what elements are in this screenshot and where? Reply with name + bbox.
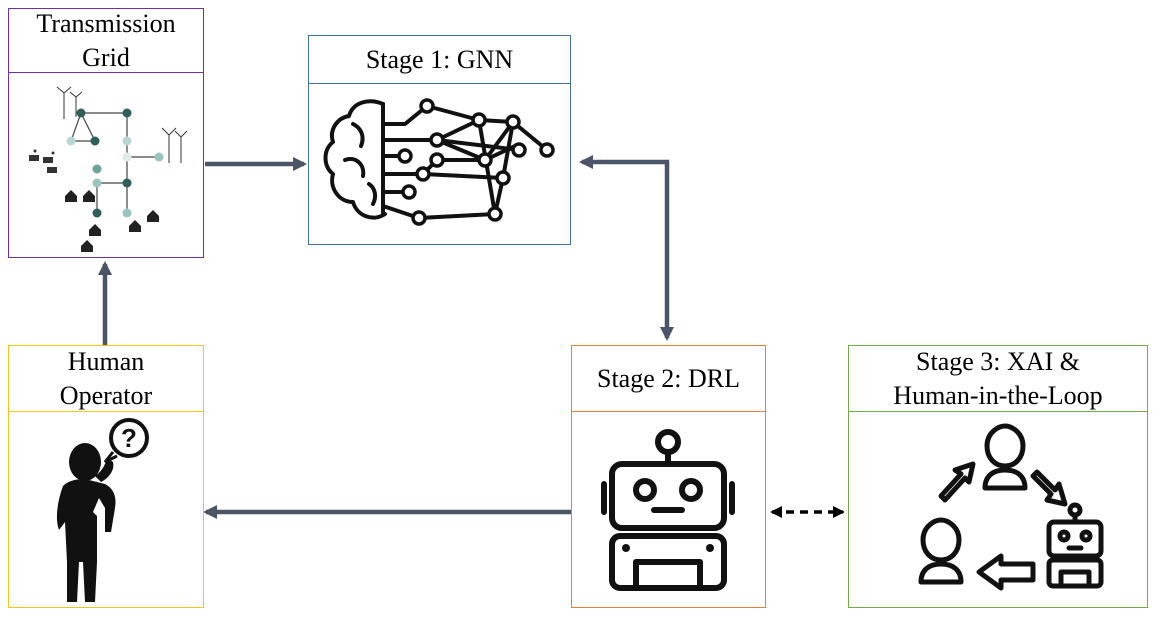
human-title-line1: Human	[67, 346, 145, 376]
human-operator-box: Human Operator ?	[8, 345, 204, 608]
stage1-gnn-box: Stage 1: GNN	[308, 35, 571, 245]
human-operator-title: Human Operator	[9, 346, 203, 412]
robot-icon	[601, 429, 735, 591]
svg-text:?: ?	[121, 423, 137, 453]
person-icon	[984, 423, 1026, 469]
robot-icon	[1046, 502, 1104, 589]
thinking-person-question-icon: ?	[56, 418, 149, 602]
house-icon	[65, 190, 159, 252]
brain-network-icon	[323, 98, 555, 226]
solar-panel-icon	[29, 149, 57, 173]
transmission-grid-title: Transmission Grid	[9, 9, 203, 73]
person-icon	[920, 517, 962, 563]
stage3-title-line1: Stage 3: XAI &	[916, 346, 1080, 376]
human-robot-cycle-icon	[918, 423, 1104, 591]
grid-title-line2: Grid	[82, 42, 130, 72]
power-grid-network-icon	[29, 86, 188, 252]
arrow-gnn-drl	[579, 155, 674, 341]
stage2-title: Stage 2: DRL	[572, 346, 765, 412]
stage3-xai-box: Stage 3: XAI & Human-in-the-Loop	[848, 345, 1148, 608]
stage3-title-line2: Human-in-the-Loop	[893, 380, 1103, 410]
stage1-title: Stage 1: GNN	[309, 36, 570, 84]
wind-turbine-icon	[56, 86, 188, 163]
human-title-line2: Operator	[59, 380, 153, 410]
grid-title-line1: Transmission	[36, 8, 176, 38]
transmission-grid-box: Transmission Grid	[8, 8, 204, 258]
stage2-drl-box: Stage 2: DRL	[571, 345, 766, 608]
stage3-title: Stage 3: XAI & Human-in-the-Loop	[849, 346, 1147, 412]
